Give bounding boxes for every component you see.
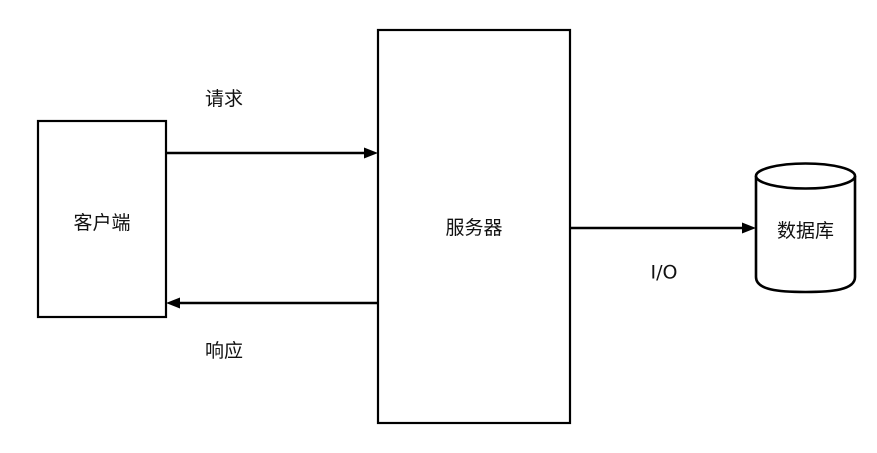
io-label: I/O	[651, 262, 678, 284]
client-label: 客户端	[73, 212, 130, 234]
request-label: 请求	[205, 88, 243, 110]
database-cylinder-body[interactable]	[754, 176, 857, 294]
database-label: 数据库	[777, 220, 834, 242]
node-server[interactable]: 服务器	[376, 28, 572, 425]
edge-io[interactable]: I/O	[570, 222, 756, 284]
client-box[interactable]	[36, 119, 168, 319]
server-box[interactable]	[376, 28, 572, 425]
node-client[interactable]: 客户端	[36, 119, 168, 319]
request-arrow-head	[364, 147, 378, 159]
node-database[interactable]: 数据库	[754, 162, 857, 294]
io-arrow-head	[742, 222, 756, 234]
response-arrow-head	[166, 297, 180, 309]
database-cylinder-top	[754, 162, 857, 190]
server-label: 服务器	[445, 217, 502, 239]
edge-request[interactable]: 请求	[166, 88, 378, 159]
edge-response[interactable]: 响应	[166, 297, 378, 363]
response-label: 响应	[205, 340, 243, 362]
